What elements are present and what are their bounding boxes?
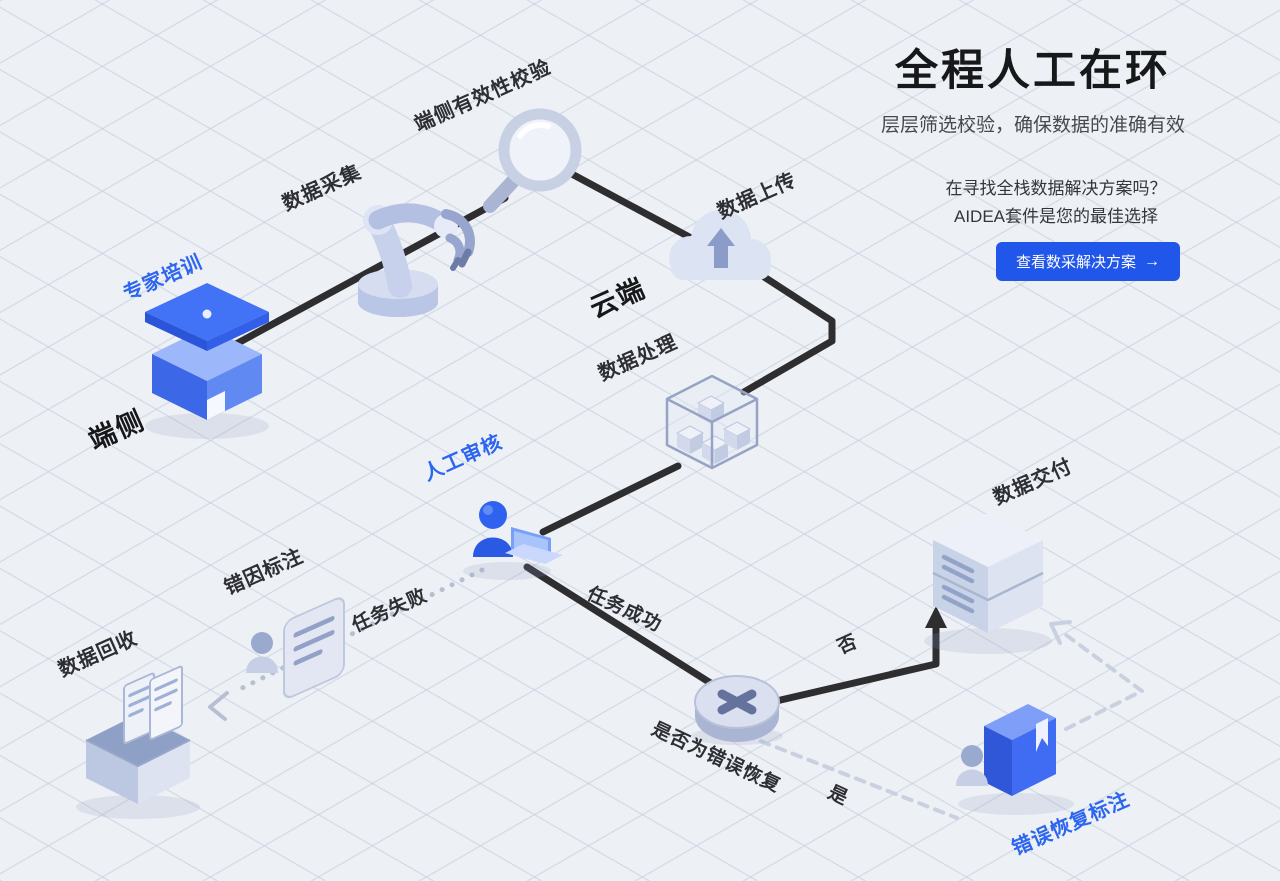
server-icon [924, 513, 1052, 654]
edge-process-to-review [539, 462, 682, 536]
header: 全程人工在环 层层筛选校验，确保数据的准确有效 [868, 36, 1198, 137]
edge-review-to-decision [523, 563, 724, 693]
magnifier-icon [483, 108, 582, 213]
arrowhead-delivery [925, 606, 947, 628]
cube-stack-icon [665, 374, 759, 470]
pitch-text: 在寻找全栈数据解决方案吗？ AIDEA套件是您的最佳选择 [918, 175, 1194, 231]
arrow-recycle-chevron [208, 691, 229, 721]
edge-decision-to-delivery [768, 622, 940, 706]
arrow-right-icon: → [1144, 252, 1161, 270]
pitch-line-1: 在寻找全栈数据解决方案吗？ [945, 179, 1167, 198]
pitch-line-2: AIDEA套件是您的最佳选择 [953, 207, 1159, 226]
arrow-delivery-chevron [1049, 620, 1072, 645]
book-bookmark-icon [956, 704, 1074, 815]
graduation-cap-icon [145, 283, 269, 439]
archive-box-icon [76, 665, 200, 819]
edge-recovery-return-dashed [1060, 630, 1144, 731]
view-solution-button[interactable]: 查看数采解决方案 → [996, 242, 1181, 281]
cloud-upload-icon [669, 210, 771, 280]
edge-validate-to-upload [566, 169, 710, 250]
person-laptop-icon [463, 501, 563, 580]
edge-upload-to-process [731, 254, 836, 396]
flow-icons [76, 108, 1074, 819]
person-document-icon [246, 597, 345, 699]
page-subtitle: 层层筛选校验，确保数据的准确有效 [880, 115, 1185, 136]
robot-arm-icon [358, 203, 475, 317]
decision-x-icon [691, 675, 783, 745]
edge-task-failed-dotted [233, 567, 485, 694]
page-title: 全程人工在环 [895, 47, 1171, 95]
cta-label: 查看数采解决方案 [1016, 254, 1137, 271]
edge-yes-dashed [743, 733, 959, 820]
